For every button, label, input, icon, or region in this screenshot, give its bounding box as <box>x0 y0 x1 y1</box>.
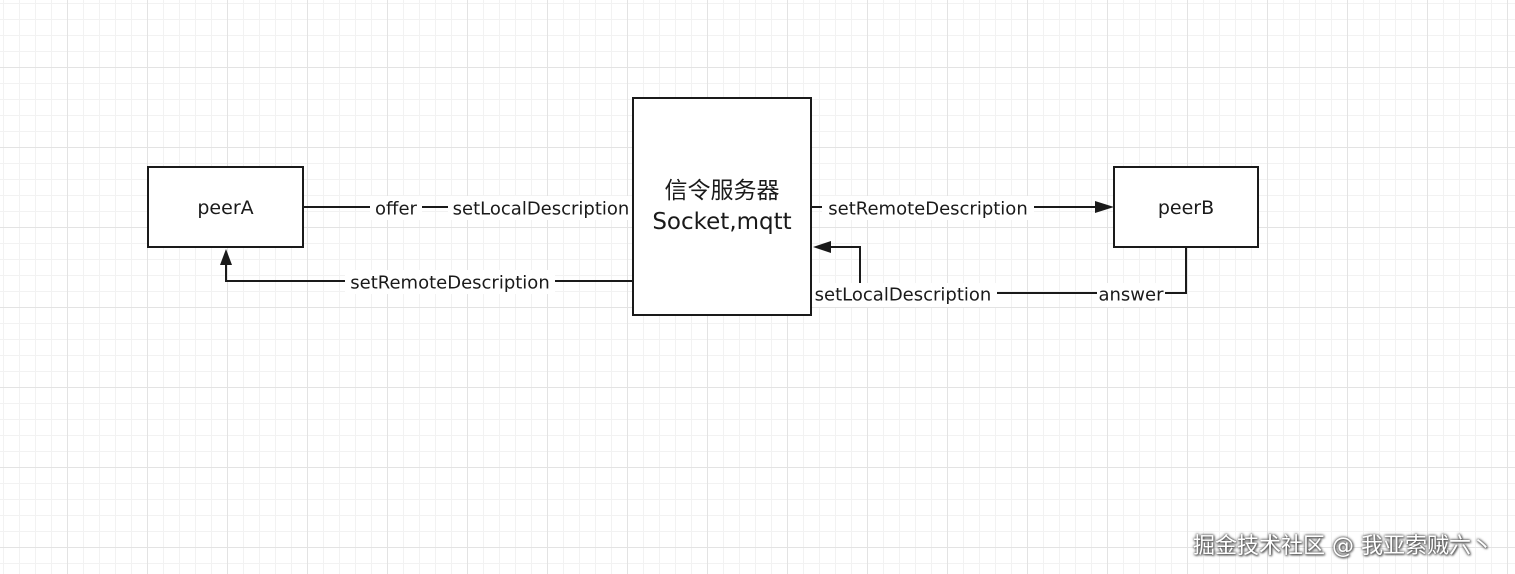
edge-label-set-remote-description-a: setRemoteDescription <box>350 273 549 294</box>
edge-server-to-peer-a: setRemoteDescription <box>220 249 633 294</box>
arrowhead-to-server <box>813 241 831 253</box>
edge-peer-b-to-server: setLocalDescription answer <box>809 241 1187 307</box>
edge-label-set-local-description-b: setLocalDescription <box>815 285 992 306</box>
node-server-label-line2: Socket,mqtt <box>652 209 791 235</box>
edge-label-offer: offer <box>375 199 417 220</box>
edge-label-set-local-description-a: setLocalDescription <box>453 199 630 220</box>
arrowhead-to-peer-b <box>1095 201 1114 213</box>
node-peer-a-label: peerA <box>197 197 253 219</box>
node-peer-a: peerA <box>147 166 304 248</box>
node-peer-b: peerB <box>1113 166 1259 248</box>
node-server-label-line1: 信令服务器 <box>665 178 780 204</box>
edge-label-answer: answer <box>1098 285 1164 306</box>
node-peer-b-label: peerB <box>1158 197 1214 219</box>
watermark: 掘金技术社区 @ 我亚索贼六丶 <box>1193 534 1493 559</box>
edge-peer-a-to-server: offer setLocalDescription <box>303 196 634 220</box>
arrowhead-to-peer-a <box>220 249 232 265</box>
edge-label-set-remote-description-b: setRemoteDescription <box>828 199 1027 220</box>
edge-server-to-peer-b: setRemoteDescription <box>811 196 1114 220</box>
node-signaling-server: 信令服务器 Socket,mqtt <box>632 97 812 316</box>
